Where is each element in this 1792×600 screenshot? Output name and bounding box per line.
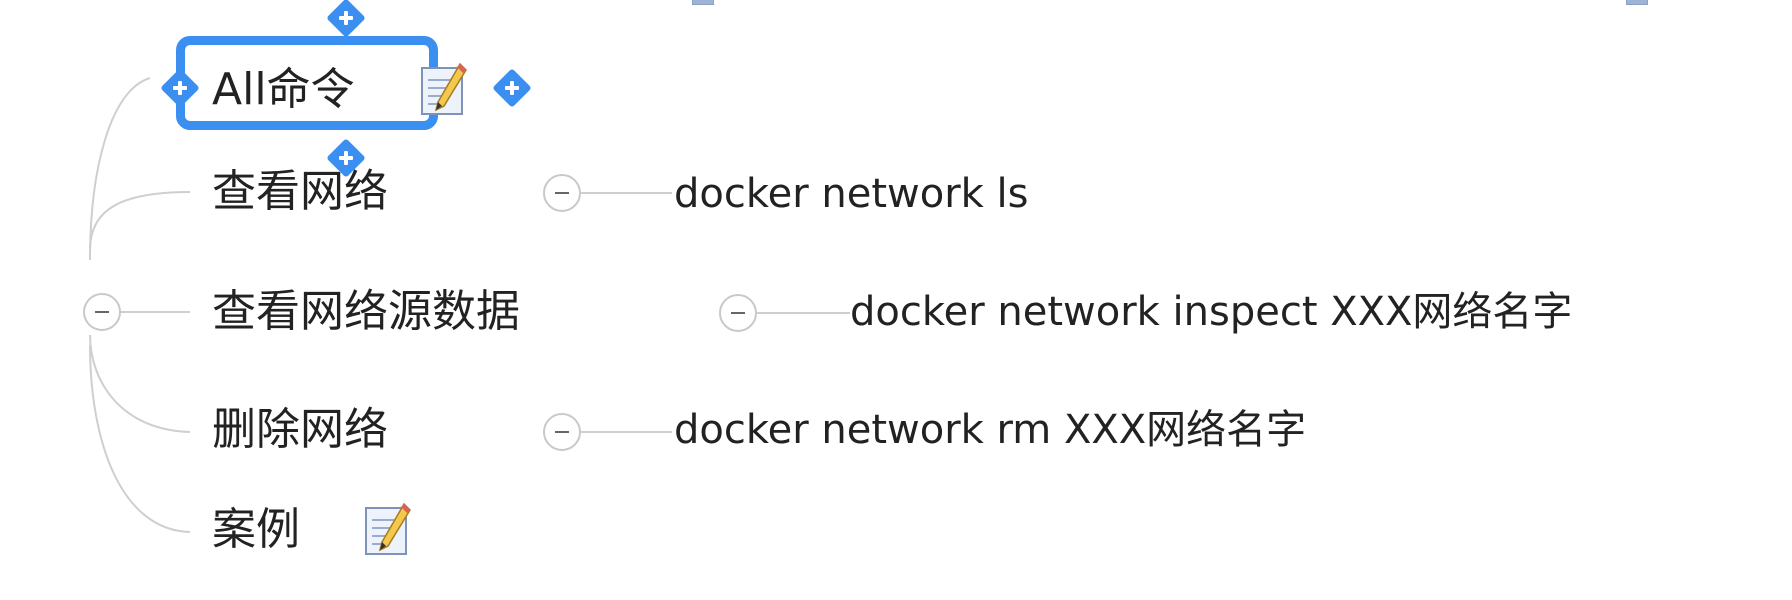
add-plus-icon (332, 4, 360, 32)
topic-view-networks[interactable]: 查看网络 (212, 166, 388, 217)
topic-delete-network[interactable]: 删除网络 (212, 404, 388, 455)
selected-topic-all-commands[interactable] (176, 36, 438, 130)
collapse-view-network-metadata-button[interactable] (719, 294, 757, 332)
topic-examples[interactable]: 案例 (212, 504, 300, 555)
collapse-view-networks-button[interactable] (543, 174, 581, 212)
add-sibling-after-button[interactable] (492, 68, 532, 108)
add-plus-icon (498, 74, 526, 102)
offscreen-note-icon (692, 0, 714, 5)
offscreen-note-icon (1626, 0, 1648, 5)
add-plus-icon (166, 74, 194, 102)
leaf-view-network-metadata-command[interactable]: docker network inspect XXX网络名字 (850, 289, 1573, 335)
add-sibling-before-button[interactable] (160, 68, 200, 108)
leaf-view-networks-command[interactable]: docker network ls (674, 171, 1029, 217)
note-pencil-icon[interactable] (420, 62, 468, 118)
collapse-delete-network-button[interactable] (543, 413, 581, 451)
topic-all-commands-label: All命令 (212, 64, 355, 115)
note-pencil-icon[interactable] (364, 502, 412, 558)
topic-view-network-metadata[interactable]: 查看网络源数据 (212, 286, 520, 337)
root-collapse-button[interactable] (83, 293, 121, 331)
leaf-delete-network-command[interactable]: docker network rm XXX网络名字 (674, 407, 1307, 453)
